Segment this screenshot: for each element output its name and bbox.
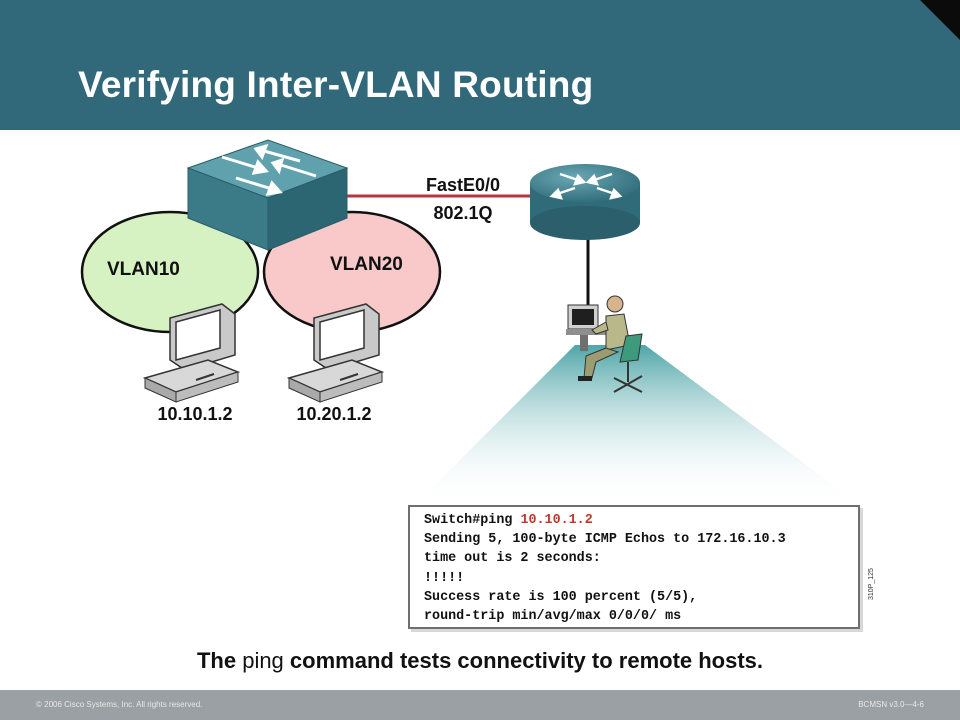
host-b-ip: 10.20.1.2: [296, 404, 371, 424]
corner-triangle: [920, 0, 960, 40]
vlan10-label: VLAN10: [107, 259, 180, 280]
terminal-prompt: Switch#ping: [424, 513, 521, 528]
link-label-encapsulation: 802.1Q: [433, 203, 492, 223]
view-beam: [415, 345, 860, 505]
link-label-interface: FastE0/0: [426, 175, 500, 195]
terminal-line-3: time out is 2 seconds:: [424, 551, 601, 567]
terminal-line-6: round-trip min/avg/max 0/0/0/ ms: [424, 609, 682, 625]
terminal-line-5: Success rate is 100 percent (5/5),: [424, 589, 698, 605]
router-icon: [530, 164, 640, 240]
caption-prefix: The: [196, 648, 237, 673]
terminal-output: Switch#ping 10.10.1.2 Sending 5, 100-byt…: [408, 505, 860, 629]
footer-copyright: © 2006 Cisco Systems, Inc. All rights re…: [36, 700, 203, 709]
slide-caption: The ping command tests connectivity to r…: [0, 648, 960, 674]
network-diagram: FastE0/0 802.1Q VLAN10 VLAN20 10.10.1.2 …: [80, 139, 860, 505]
vlan20-label: VLAN20: [330, 254, 403, 275]
footer-course-code: BCMSN v3.0—4-6: [858, 700, 924, 709]
slide-title: Verifying Inter-VLAN Routing: [78, 64, 594, 105]
pc-host-10-10-1-2: [142, 303, 241, 403]
slide-footer: © 2006 Cisco Systems, Inc. All rights re…: [0, 690, 960, 720]
caption-command: ping: [242, 648, 284, 673]
switch-icon: [186, 139, 349, 251]
pc-host-10-20-1-2: [286, 303, 385, 403]
figure-id: 310P_125: [868, 568, 875, 600]
caption-suffix: command tests connectivity to remote hos…: [289, 648, 764, 673]
terminal-line-2: Sending 5, 100-byte ICMP Echos to 172.16…: [424, 532, 786, 548]
terminal-line-4: !!!!!: [424, 570, 465, 586]
slide-header: [0, 0, 960, 130]
host-a-ip: 10.10.1.2: [157, 404, 232, 424]
admin-workstation-icon: [566, 295, 643, 393]
terminal-ping-target: 10.10.1.2: [520, 513, 593, 528]
